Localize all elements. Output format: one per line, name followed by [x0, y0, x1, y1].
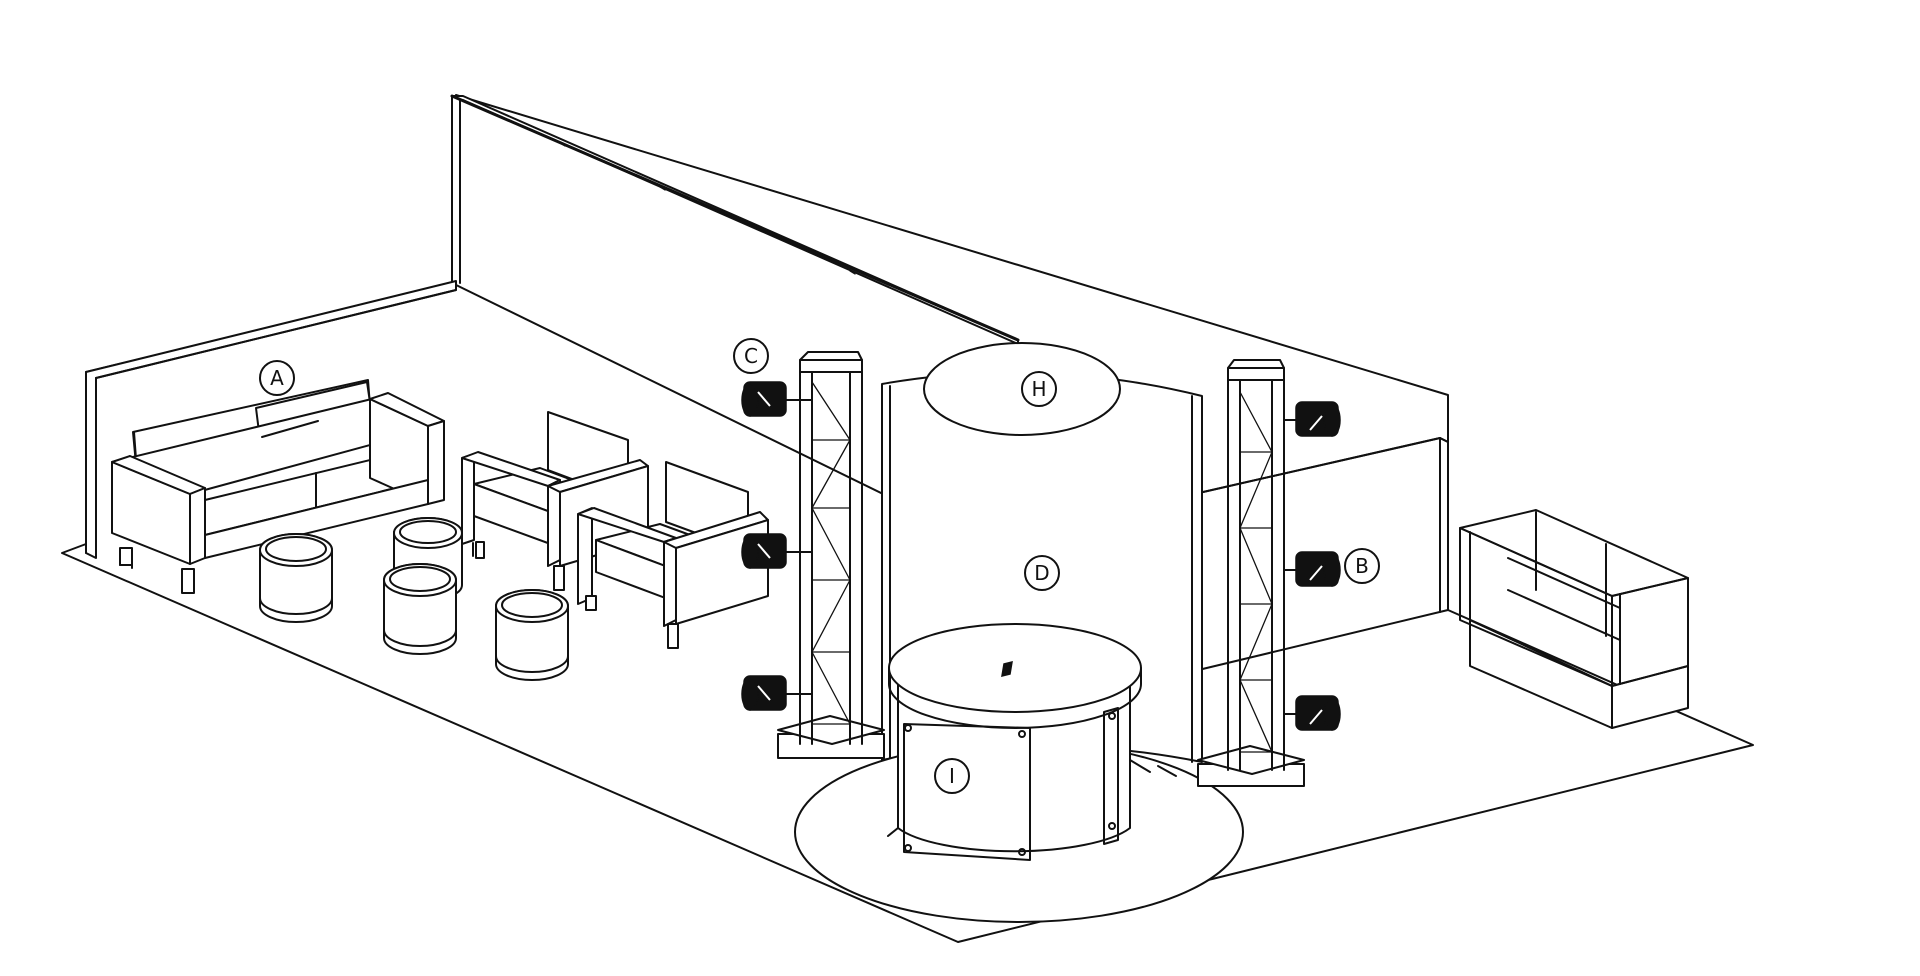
callout-I: I	[934, 758, 970, 794]
spotlight-right-mid	[1283, 551, 1341, 587]
ottoman-3	[383, 563, 457, 655]
truss-tower-left	[777, 351, 885, 759]
callout-label-D: D	[1034, 561, 1049, 585]
sofa	[111, 379, 445, 594]
armchair-2	[577, 461, 769, 649]
callout-C: C	[733, 338, 769, 374]
callout-label-H: H	[1031, 377, 1046, 401]
ottoman-4	[495, 589, 569, 681]
spotlight-left-bottom	[741, 675, 813, 711]
callout-label-C: C	[744, 344, 758, 368]
spotlight-left-top	[741, 381, 813, 417]
round-counter	[887, 623, 1177, 861]
truss-tower-right	[1197, 359, 1305, 787]
left-wall	[85, 280, 457, 559]
callout-label-I: I	[949, 764, 955, 788]
callout-B: B	[1344, 548, 1380, 584]
spotlight-left-mid	[741, 533, 813, 569]
display-case	[1459, 509, 1689, 729]
callout-A: A	[259, 360, 295, 396]
ottoman-1	[259, 533, 333, 623]
callout-H: H	[1021, 371, 1057, 407]
spotlight-right-top	[1283, 401, 1341, 437]
spotlight-right-bottom	[1283, 695, 1341, 731]
callout-label-A: A	[270, 366, 284, 390]
callout-label-B: B	[1355, 554, 1369, 578]
callout-D: D	[1024, 555, 1060, 591]
